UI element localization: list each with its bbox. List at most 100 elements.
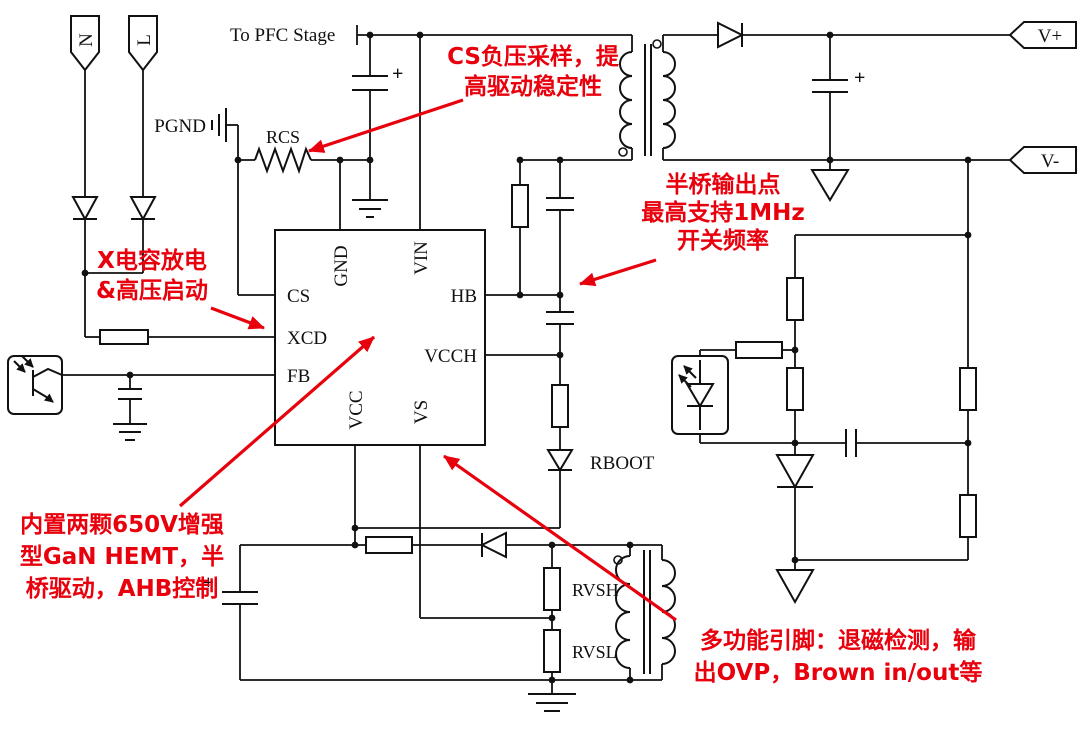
annotation-text: X电容放电 [97, 247, 207, 274]
aux-winding-left [615, 555, 631, 669]
output-cap-plus: + [854, 67, 865, 89]
resistor-divider-mid [786, 367, 804, 411]
resistor-rcs [254, 146, 312, 175]
ic-pin-vin: VIN [411, 241, 432, 275]
annotation-text: 开关频率 [677, 227, 769, 254]
resistor-rvsl [543, 629, 561, 673]
ic-pin-hb: HB [451, 286, 477, 307]
ic-pin-gnd: GND [331, 245, 352, 286]
annotation-text: 出OVP，Brown in/out等 [694, 659, 983, 686]
light-in-arrow [13, 360, 26, 373]
annotation-multi-pin: 多功能引脚：退磁检测，输 出OVP，Brown in/out等 [443, 454, 983, 686]
capacitor-bootstrap [546, 311, 574, 325]
capacitor-output: + [812, 67, 865, 93]
resistor-rvsh [543, 567, 561, 611]
annotation-x-cap: X电容放电 &高压启动 [96, 247, 265, 330]
rboot-label: RBOOT [590, 453, 655, 474]
primary-winding [619, 51, 633, 149]
secondary-winding [662, 51, 676, 149]
annotation-arrow [443, 454, 677, 622]
resistor-xcd [99, 329, 149, 345]
vplus-label: V+ [1038, 26, 1062, 47]
vcc-cap-plus: + [203, 572, 214, 594]
annotation-text: 型GaN HEMT，半 [20, 544, 224, 570]
ic-pin-vcc: VCC [346, 390, 367, 429]
ic-pin-vcch: VCCH [424, 346, 477, 367]
ic-pin-cs: CS [287, 286, 310, 307]
vminus-label: V- [1041, 151, 1059, 172]
annotation-gan: 内置两颗650V增强 型GaN HEMT，半 桥驱动，AHB控制 [20, 335, 376, 602]
annotation-arrow [308, 98, 464, 153]
ground-triangle-output [810, 169, 850, 202]
resistor-vcch [551, 384, 569, 428]
annotation-cs-sense: CS负压采样，提 高驱动稳定性 [308, 43, 620, 153]
bulk-cap-plus: + [392, 63, 403, 85]
resistor-led-bias [735, 341, 783, 359]
phase-dot-secondary [652, 39, 662, 49]
annotation-text: &高压启动 [96, 277, 208, 304]
ground-symbol-fb [113, 423, 147, 441]
rvsl-label: RVSL [572, 642, 617, 662]
connector-n-label: N [76, 33, 97, 47]
annotation-text: 高驱动稳定性 [464, 73, 602, 100]
led-emit-arrow [683, 365, 697, 379]
diode-n-line [71, 196, 99, 222]
pgnd-ground-symbol [211, 108, 227, 142]
phase-dot-primary [618, 147, 628, 157]
ic-chip: CS XCD FB HB VCCH GND VIN VCC VS [274, 229, 486, 446]
connector-vplus-flag [1008, 21, 1077, 49]
resistor-divider-top [786, 277, 804, 321]
annotation-text: 半桥输出点 [666, 171, 781, 198]
connector-vminus-flag [1008, 146, 1077, 174]
annotation-text: 桥驱动，AHB控制 [26, 575, 219, 602]
pgnd-label: PGND [154, 116, 206, 137]
connector-l-label: L [134, 34, 155, 46]
annotation-half-bridge: 半桥输出点 最高支持1MHz 开关频率 [579, 171, 805, 287]
connector-l-flag [128, 15, 158, 72]
pfc-rail-section: To PFC Stage + [230, 25, 632, 230]
light-in-arrow [21, 355, 34, 368]
rcs-label: RCS [266, 127, 300, 147]
vcc-network: + [203, 445, 662, 681]
capacitor-compensation [845, 429, 857, 457]
diode-aux [479, 531, 507, 559]
ic-pin-vs: VS [411, 400, 432, 424]
led-emit-arrow [678, 374, 692, 388]
connector-n-flag [70, 15, 100, 72]
phase-dot-aux [613, 555, 623, 565]
diode-l-line [129, 196, 157, 222]
shunt-regulator [775, 454, 815, 490]
annotation-text: 内置两颗650V增强 [20, 511, 224, 538]
annotation-text: 最高支持1MHz [641, 199, 805, 226]
ground-triangle-feedback [775, 569, 815, 605]
led-diode-icon [685, 383, 715, 408]
capacitor-fb [118, 388, 142, 400]
ic-pin-fb: FB [287, 366, 310, 387]
ground-symbol-aux [528, 693, 576, 712]
annotation-arrow [178, 335, 376, 508]
resistor-vcc [365, 536, 413, 554]
optocoupler-transistor [7, 355, 275, 441]
vs-divider: RVSH RVSL [419, 445, 619, 712]
to-pfc-stage-label: To PFC Stage [230, 25, 335, 46]
capacitor-bulk: + [352, 63, 403, 91]
junction-dots [81, 31, 972, 684]
optocoupler-led [671, 341, 795, 444]
resistor-hb [511, 184, 529, 228]
main-transformer [618, 35, 676, 160]
annotation-arrow [210, 306, 265, 330]
resistor-sense-bottom [959, 494, 977, 538]
input-section: N L [70, 15, 275, 345]
rvsh-label: RVSH [572, 580, 619, 600]
bootstrap-network: RBOOT [355, 355, 655, 529]
annotation-text: 多功能引脚：退磁检测，输 [700, 627, 977, 654]
output-section: + V+ V- [663, 21, 1077, 202]
pgnd-rcs-section: PGND RCS [154, 108, 388, 296]
feedback-network [775, 160, 977, 605]
diode-output [717, 21, 745, 49]
ic-pin-xcd: XCD [287, 328, 327, 349]
diode-rboot [546, 449, 574, 472]
resistor-sense-top [959, 367, 977, 411]
